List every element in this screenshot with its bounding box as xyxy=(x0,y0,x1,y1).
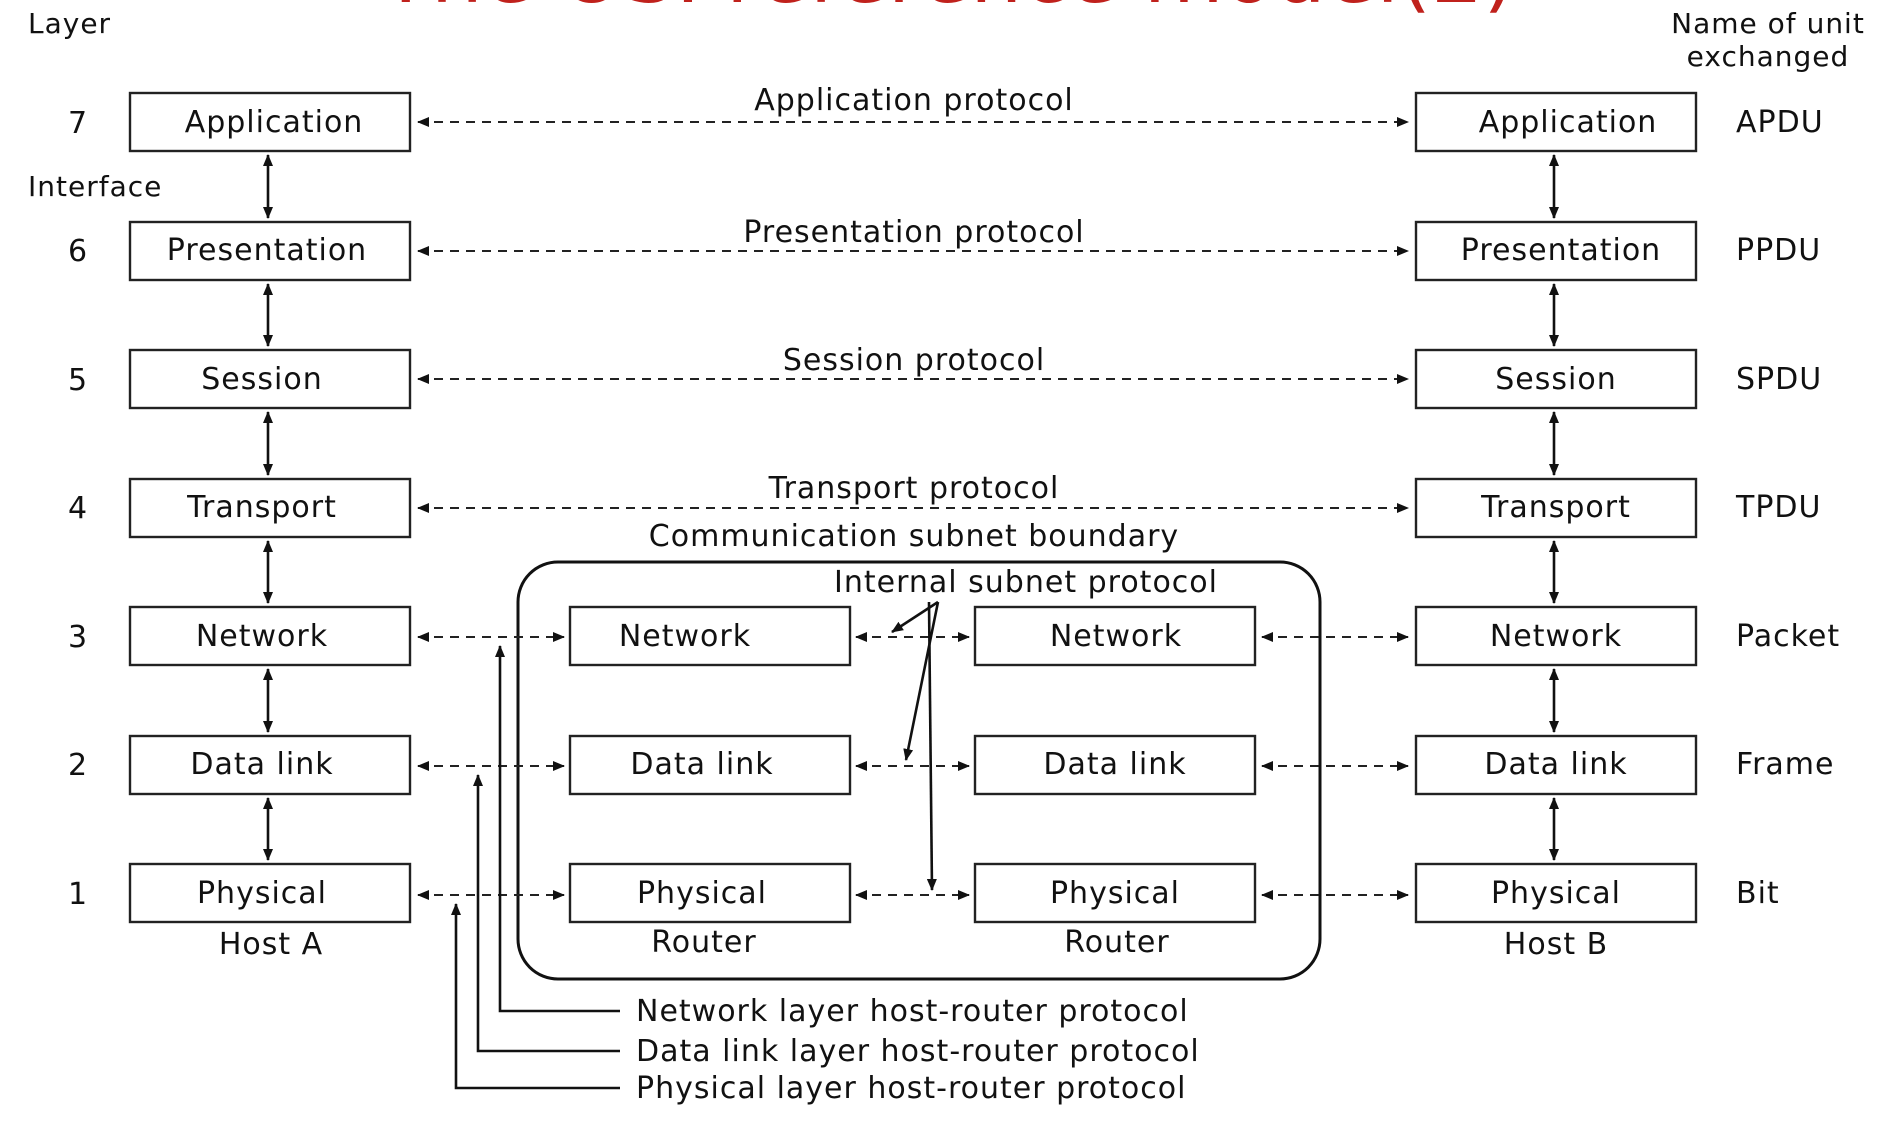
host-b-stack: Application Presentation Session Transpo… xyxy=(1414,91,1698,962)
router-1-layer: Physical xyxy=(637,876,767,911)
layer-number: 3 xyxy=(68,620,88,655)
host-b-layer: Data link xyxy=(1484,747,1627,782)
unit-label: TPDU xyxy=(1735,490,1821,525)
unit-header-line2: exchanged xyxy=(1687,40,1850,73)
host-b-layer: Physical xyxy=(1491,876,1621,911)
layer-number: 5 xyxy=(68,363,88,398)
host-a-layer: Application xyxy=(185,105,364,140)
host-a-layer: Data link xyxy=(190,747,333,782)
datalink-host-router-protocol-label: Data link layer host-router protocol xyxy=(636,1034,1200,1069)
peer-protocol-label: Transport protocol xyxy=(768,471,1060,506)
router-router-links xyxy=(855,632,970,900)
router-2-layer: Data link xyxy=(1043,747,1186,782)
layer-number: 2 xyxy=(68,748,88,783)
unit-label: Packet xyxy=(1736,619,1840,654)
router-1-caption: Router xyxy=(651,925,756,960)
peer-protocols: Application protocol Presentation protoc… xyxy=(417,83,1409,513)
router-2-layer: Network xyxy=(1050,619,1182,654)
unit-label: SPDU xyxy=(1736,362,1822,397)
host-b-layer: Session xyxy=(1495,362,1616,397)
peer-protocol-label: Application protocol xyxy=(754,83,1074,118)
host-b-layer: Transport xyxy=(1480,490,1631,525)
host-a-layer: Physical xyxy=(197,876,327,911)
physical-host-router-protocol-label: Physical layer host-router protocol xyxy=(636,1071,1186,1106)
layer-number: 1 xyxy=(68,877,88,912)
unit-label: APDU xyxy=(1736,105,1824,140)
host-router-links xyxy=(417,632,1409,900)
host-b-caption: Host B xyxy=(1504,927,1608,962)
host-a-layer: Session xyxy=(201,362,322,397)
host-a-layer: Presentation xyxy=(167,233,367,268)
host-b-layer: Application xyxy=(1479,105,1658,140)
layer-number: 4 xyxy=(68,491,88,526)
units-exchanged: APDU PPDU SPDU TPDU Packet Frame Bit xyxy=(1735,105,1840,911)
unit-label: Bit xyxy=(1736,876,1780,911)
router-1-layer: Network xyxy=(619,619,751,654)
host-b-layer: Network xyxy=(1490,619,1622,654)
internal-subnet-label: Internal subnet protocol xyxy=(834,565,1218,600)
router-2-caption: Router xyxy=(1064,925,1169,960)
router-1-layer: Data link xyxy=(630,747,773,782)
host-b-layer: Presentation xyxy=(1461,233,1661,268)
host-a-layer: Network xyxy=(196,619,328,654)
unit-header-line1: Name of unit xyxy=(1671,7,1865,40)
peer-protocol-label: Session protocol xyxy=(783,343,1045,378)
router-2-layer: Physical xyxy=(1050,876,1180,911)
interface-label: Interface xyxy=(28,170,162,203)
unit-label: PPDU xyxy=(1736,233,1821,268)
subnet-boundary-label: Communication subnet boundary xyxy=(649,519,1179,554)
unit-label: Frame xyxy=(1736,747,1834,782)
internal-protocol-pointers xyxy=(891,600,940,891)
slide-title: The OSI reference model(2) xyxy=(380,0,1516,22)
layer-number: 6 xyxy=(68,234,88,269)
host-a-caption: Host A xyxy=(219,927,323,962)
router-1-stack: Network Data link Physical Router xyxy=(568,605,852,960)
router-2-stack: Network Data link Physical Router xyxy=(973,605,1257,960)
network-host-router-protocol-label: Network layer host-router protocol xyxy=(636,994,1189,1029)
layer-number: 7 xyxy=(68,106,88,141)
host-router-protocol-callouts: Network layer host-router protocol Data … xyxy=(451,645,1200,1106)
layer-header: Layer xyxy=(28,7,111,40)
host-a-layer: Transport xyxy=(186,490,337,525)
peer-protocol-label: Presentation protocol xyxy=(743,215,1084,250)
host-a-stack: Application Presentation Session Transpo… xyxy=(128,91,412,962)
